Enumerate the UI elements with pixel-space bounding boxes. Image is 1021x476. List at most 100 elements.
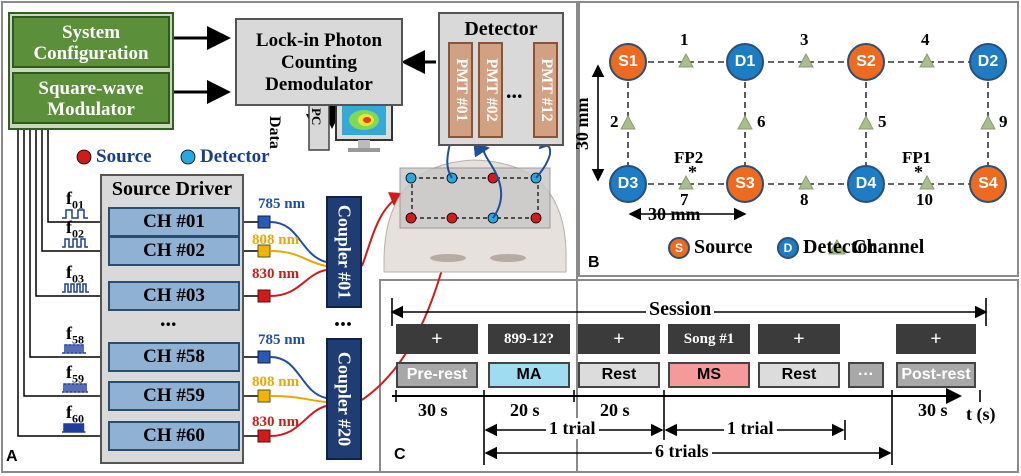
pmt-01-label: PMT #01 — [452, 58, 470, 122]
coupler-ellipsis: ... — [334, 306, 352, 332]
channel-label-5: 5 — [878, 112, 887, 131]
channel-02: CH #02 — [108, 236, 240, 266]
channel-label-1: 1 — [680, 30, 689, 49]
block-top-2: + — [578, 324, 660, 354]
channel-ellipsis: ... — [160, 306, 177, 331]
freq-58: f58 — [66, 323, 84, 347]
demodulator-label: Lock-in Photon Counting Demodulator — [255, 30, 383, 95]
wavelength-785-b: 785 nm — [258, 332, 306, 348]
pmt-12-label: PMT #12 — [537, 58, 555, 122]
cond-ellipsis: ··· — [848, 362, 884, 388]
coupler-20: Coupler #20 — [326, 338, 362, 460]
channel-label-4: 4 — [921, 30, 930, 49]
block-top-6: + — [896, 324, 976, 354]
cond-pre-rest: Pre-rest — [396, 362, 478, 388]
channel-01-label: CH #01 — [143, 211, 205, 232]
system-config-box: System Configuration — [12, 16, 170, 68]
node-d2: D2 — [969, 43, 1007, 81]
legend-b-channel: Channel — [852, 236, 925, 258]
coupler-01: Coupler #01 — [326, 196, 362, 308]
cond-ms: MS — [668, 362, 750, 388]
fp2-marker: * — [688, 162, 697, 182]
cond-rest-1: Rest — [578, 362, 660, 388]
system-config-label: System Configuration — [33, 22, 149, 64]
channel-label-8: 8 — [800, 190, 809, 209]
panel-c-border — [379, 279, 1019, 473]
trial-2-label: 1 trial — [724, 418, 777, 439]
demodulator-box: Lock-in Photon Counting Demodulator — [235, 18, 403, 106]
time-axis-label: t (s) — [966, 404, 996, 424]
legend-b-source: Source — [694, 236, 753, 258]
node-d3: D3 — [609, 165, 647, 203]
channel-03-label: CH #03 — [143, 285, 205, 306]
fp1-label: FP1 — [902, 148, 932, 167]
node-s4: S4 — [969, 165, 1007, 203]
channel-59: CH #59 — [108, 381, 240, 411]
panel-a-border — [1, 1, 578, 473]
channel-label-2: 2 — [610, 112, 619, 131]
block-top-4: + — [758, 324, 840, 354]
laser-diodes — [257, 215, 271, 443]
duration-pre-rest: 30 s — [418, 400, 448, 420]
wavelength-830-b: 830 nm — [252, 414, 300, 430]
channel-58: CH #58 — [108, 342, 240, 372]
node-d4: D4 — [847, 165, 885, 203]
legend-source-label: Source — [96, 146, 152, 167]
legend-source-icon: S — [668, 237, 690, 259]
channel-58-label: CH #58 — [143, 346, 205, 367]
channel-label-6: 6 — [757, 112, 766, 131]
trial-1-label: 1 trial — [546, 418, 599, 439]
modulator-box: Square-wave Modulator — [12, 72, 170, 124]
legend-detector-icon: D — [777, 237, 799, 259]
node-s3: S3 — [726, 165, 764, 203]
channel-60: CH #60 — [108, 421, 240, 451]
fp2-label: FP2 — [674, 148, 704, 167]
channel-label-7: 7 — [680, 190, 689, 209]
legend-b-detector: Detector — [803, 236, 877, 258]
wavelength-808-b: 808 nm — [252, 374, 300, 390]
wavelength-785-a: 785 nm — [258, 196, 306, 212]
coupler-01-label: Coupler #01 — [334, 204, 355, 300]
modulator-wires — [17, 128, 108, 437]
node-s2: S2 — [847, 43, 885, 81]
dim-horizontal-label: 30 mm — [648, 204, 701, 224]
node-d1: D1 — [726, 43, 764, 81]
pmt-02: PMT #02 — [478, 42, 503, 138]
data-label: Data — [266, 116, 283, 149]
panel-b-label: B — [588, 254, 600, 271]
dim-vertical-label: 30 mm — [572, 97, 592, 151]
six-trials-label: 6 trials — [652, 441, 712, 462]
duration-post-rest: 30 s — [918, 400, 948, 420]
channel-01: CH #01 — [108, 207, 240, 237]
session-label: Session — [646, 298, 715, 321]
freq-59: f59 — [66, 362, 84, 386]
freq-60: f60 — [66, 402, 84, 426]
pmt-02-label: PMT #02 — [482, 58, 500, 122]
pmt-01: PMT #01 — [448, 42, 473, 138]
wavelength-808-a: 808 nm — [252, 232, 300, 248]
panel-b-border — [578, 1, 1019, 277]
block-top-0: + — [396, 324, 478, 354]
channel-label-3: 3 — [800, 30, 809, 49]
detector-title: Detector — [464, 18, 538, 40]
duration-ma: 20 s — [510, 400, 540, 420]
block-top-1: 899-12? — [488, 324, 570, 354]
source-driver-title: Source Driver — [111, 178, 233, 200]
channel-02-label: CH #02 — [143, 240, 205, 261]
channel-label-9: 9 — [999, 112, 1008, 131]
coupler-20-label: Coupler #20 — [334, 351, 355, 447]
channel-03: CH #03 — [108, 281, 240, 311]
legend-detector-label: Detector — [200, 146, 270, 167]
freq-02: f02 — [66, 217, 84, 241]
panel-a-label: A — [6, 448, 18, 465]
node-s1: S1 — [609, 43, 647, 81]
square-wave-icons — [62, 209, 89, 433]
channel-label-10: 10 — [916, 190, 933, 209]
pc-illustration — [308, 99, 393, 152]
pmt-ellipsis: ... — [506, 78, 523, 103]
panel-c-label: C — [394, 446, 406, 463]
pmt-12: PMT #12 — [533, 42, 558, 138]
head-illustration — [383, 159, 567, 273]
wavelength-830-a: 830 nm — [252, 266, 300, 282]
cond-ma: MA — [488, 362, 570, 388]
